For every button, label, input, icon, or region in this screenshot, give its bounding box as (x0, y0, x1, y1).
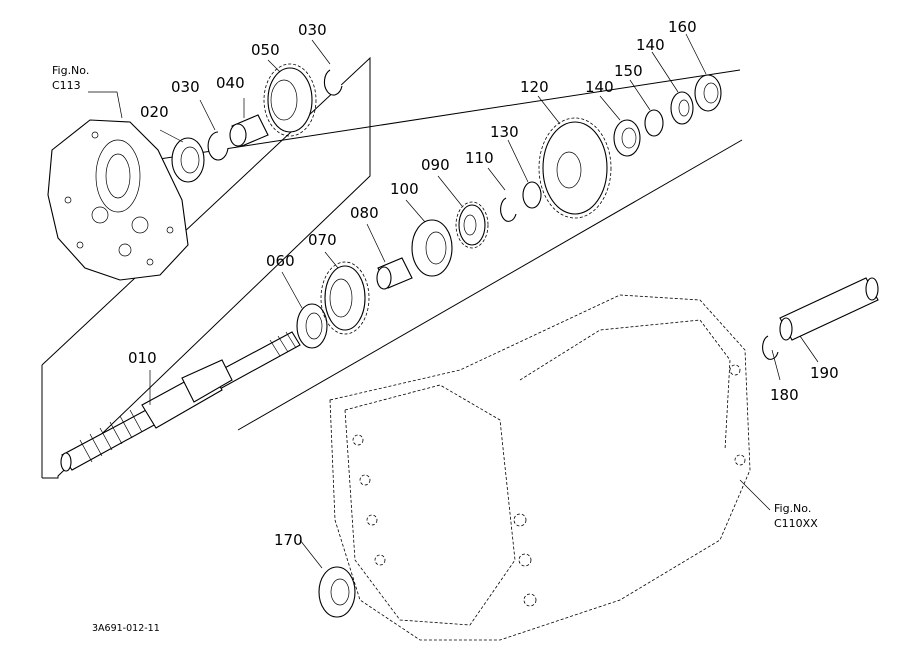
gear-case-cover (47, 119, 189, 281)
leader-lines (88, 33, 819, 569)
part-090-gear (455, 201, 489, 249)
transmission-housing (329, 294, 751, 641)
label-010: 010 (128, 349, 157, 367)
label-090: 090 (421, 156, 450, 174)
label-030-left: 030 (171, 78, 200, 96)
part-labels: 010 020 030 030 040 050 060 070 080 090 … (128, 18, 839, 549)
ref-c113-line2: C113 (52, 79, 81, 92)
part-170-oil-seal (318, 566, 356, 618)
label-180: 180 (770, 386, 799, 404)
part-020-bearing (171, 137, 205, 183)
part-100-shifter (411, 219, 453, 277)
label-040: 040 (216, 74, 245, 92)
part-150-collar (644, 109, 664, 137)
part-040-collar (229, 114, 269, 147)
label-030-right: 030 (298, 21, 327, 39)
label-140-right: 140 (636, 36, 665, 54)
label-020: 020 (140, 103, 169, 121)
label-150: 150 (614, 62, 643, 80)
part-010-shaft (60, 331, 301, 472)
part-110-circlip (500, 197, 517, 222)
ref-c113-line1: Fig.No. (52, 64, 89, 77)
part-070-gear (320, 261, 370, 335)
part-130-washer (522, 181, 542, 209)
part-120-gear (538, 117, 612, 219)
part-140-bearing-left (613, 119, 641, 157)
label-070: 070 (308, 231, 337, 249)
ref-c110xx-line1: Fig.No. (774, 502, 811, 515)
part-140-bearing-right (670, 91, 694, 125)
part-190-pipe (779, 277, 879, 341)
part-030-circlip-left (207, 131, 229, 161)
label-120: 120 (520, 78, 549, 96)
part-050-gear (263, 63, 317, 137)
drawing-code: 3A691-012-11 (92, 623, 160, 634)
label-190: 190 (810, 364, 839, 382)
part-160-cover (694, 74, 722, 112)
label-100: 100 (390, 180, 419, 198)
part-060-collar (296, 303, 328, 349)
label-060: 060 (266, 252, 295, 270)
label-170: 170 (274, 531, 303, 549)
ref-c110xx-line2: C110XX (774, 517, 818, 530)
figure-ref-c110xx[interactable]: Fig.No. C110XX (774, 502, 818, 530)
label-160: 160 (668, 18, 697, 36)
label-140-left: 140 (585, 78, 614, 96)
label-130: 130 (490, 123, 519, 141)
label-080: 080 (350, 204, 379, 222)
part-080-needle-bearing (376, 257, 413, 290)
part-030-circlip-right (323, 69, 343, 96)
part-180-circlip (762, 335, 779, 360)
figure-ref-c113[interactable]: Fig.No. C113 (52, 64, 89, 92)
label-050: 050 (251, 41, 280, 59)
label-110: 110 (465, 149, 494, 167)
